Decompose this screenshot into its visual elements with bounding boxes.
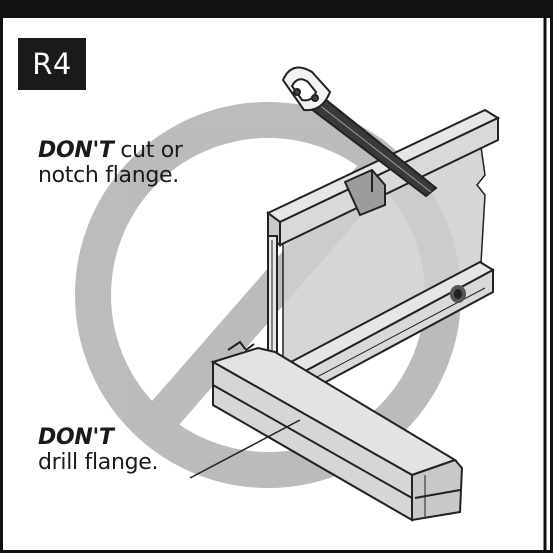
handsaw-icon bbox=[281, 66, 438, 198]
drill-hole-icon bbox=[450, 285, 466, 303]
frame-border bbox=[0, 14, 553, 553]
top-flange bbox=[266, 108, 501, 247]
note-cut-line2: notch flange. bbox=[38, 163, 179, 188]
frame-top-bar bbox=[0, 0, 553, 18]
note-cut-dont: DON'T bbox=[38, 138, 114, 163]
figure-badge: R4 bbox=[18, 38, 86, 90]
note-cut-line1: cut or bbox=[113, 138, 183, 163]
note-drill-line2: drill flange. bbox=[38, 450, 159, 475]
note-dont-drill: DON'T drill flange. bbox=[38, 425, 159, 475]
note-dont-cut: DON'T cut or notch flange. bbox=[38, 138, 183, 188]
note-drill-dont: DON'T bbox=[38, 425, 114, 450]
support-beam bbox=[210, 340, 464, 522]
drill-leader-line bbox=[189, 419, 301, 479]
